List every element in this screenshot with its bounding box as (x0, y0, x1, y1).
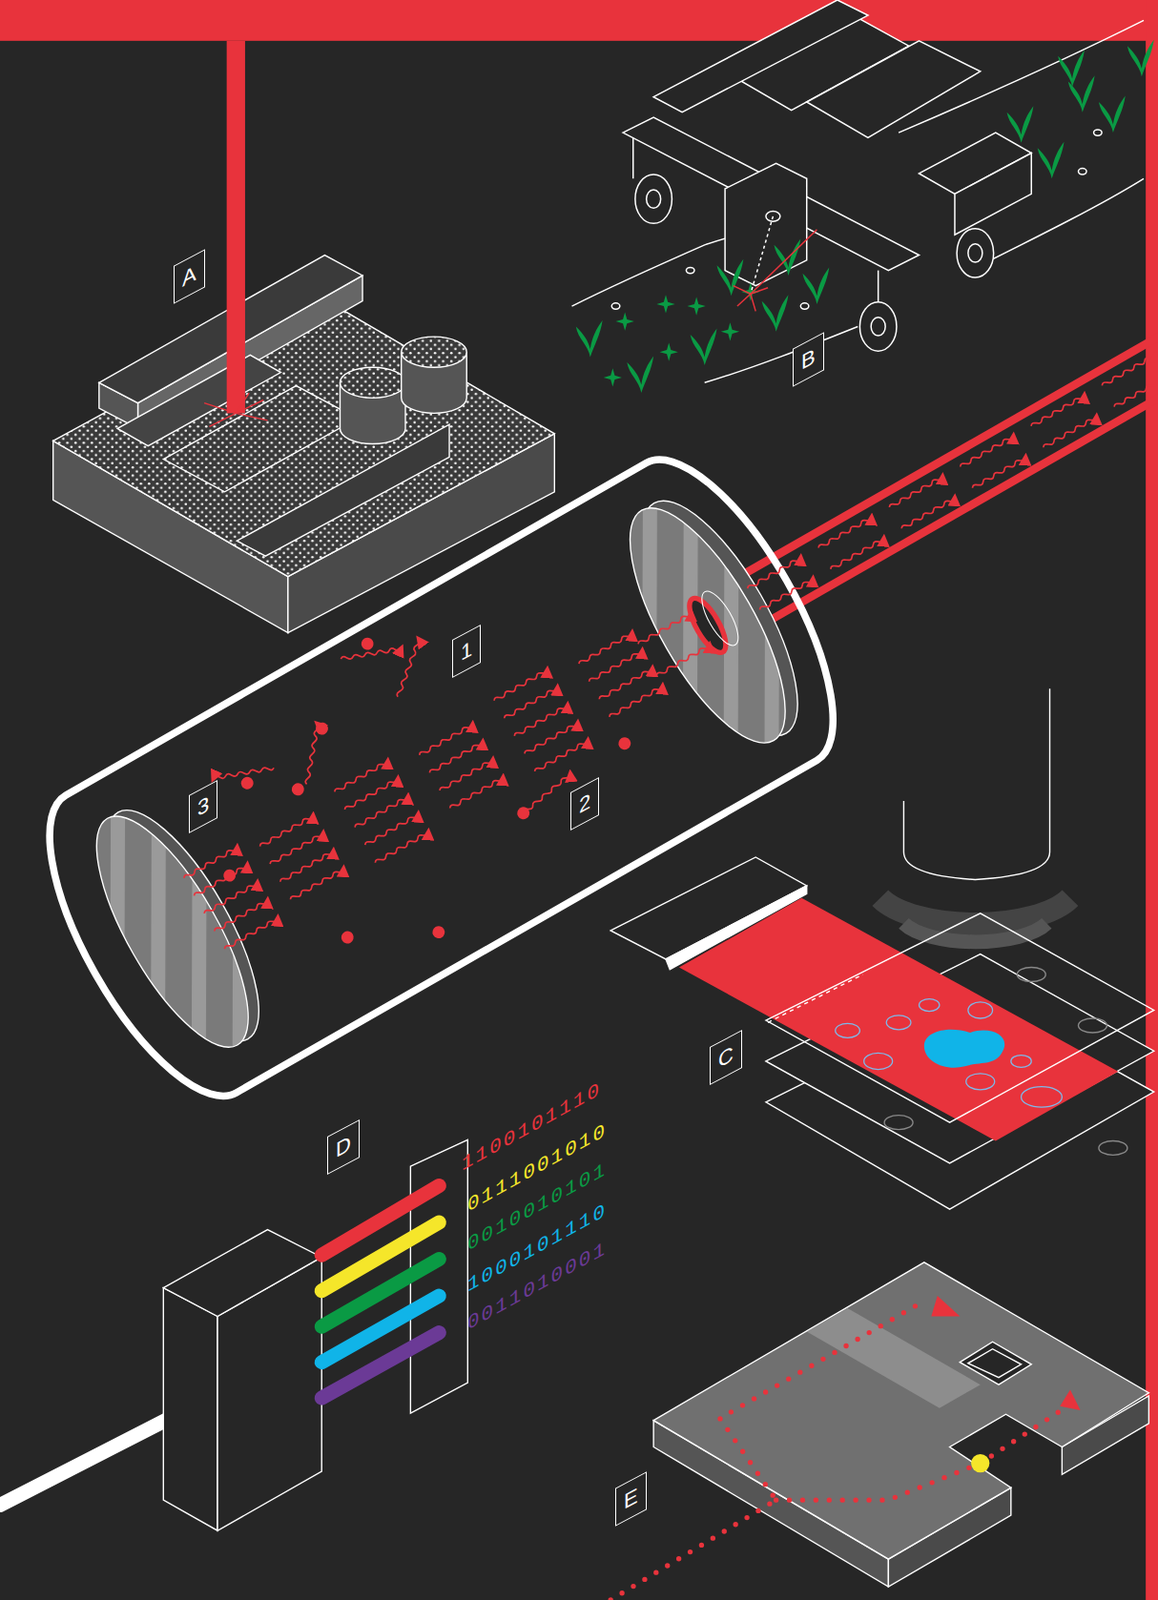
light-source (971, 1454, 990, 1473)
callout-box: A (173, 248, 206, 304)
callout-box: 2 (570, 776, 600, 830)
callout-box: 3 (188, 780, 218, 834)
photonic-chip (653, 1262, 1149, 1588)
callout-box: D (327, 1119, 360, 1176)
callout-letter: C (718, 1041, 734, 1074)
callout-letter: E (623, 1483, 639, 1515)
fiber-multiplexer (0, 1139, 468, 1531)
machined-block (53, 255, 556, 634)
crop-plants (576, 40, 1155, 393)
callout-letter: B (801, 343, 816, 375)
callout-box: E (615, 1471, 647, 1527)
callout-box: B (792, 331, 825, 387)
callout-box: C (709, 1030, 743, 1086)
callout-letter: 3 (197, 790, 209, 822)
callout-box: 1 (452, 624, 481, 679)
callout-letter: 1 (460, 636, 473, 667)
callout-letter: D (335, 1131, 352, 1163)
laser-beam (227, 41, 246, 414)
microscope-slide (610, 688, 1155, 1210)
weeding-laser (733, 216, 818, 312)
light-path (610, 1301, 1073, 1600)
weeding-robot (572, 0, 1145, 383)
path-arrows (930, 1296, 1080, 1411)
callout-letter: A (182, 260, 197, 292)
sparks (204, 392, 268, 427)
callout-letter: 2 (579, 787, 591, 819)
